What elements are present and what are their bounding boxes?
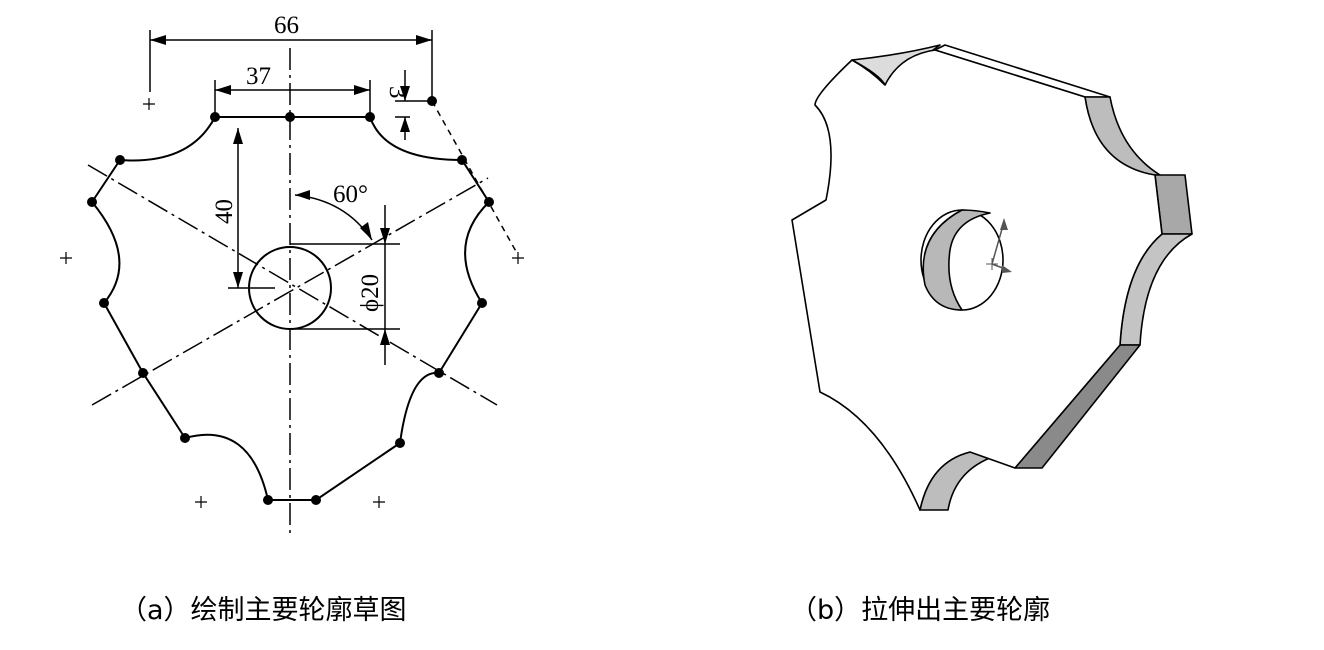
arc-center-marks xyxy=(60,98,524,508)
dim-60-label: 60° xyxy=(333,181,368,208)
dim-40-label: 40 xyxy=(211,199,238,224)
dim-37 xyxy=(214,80,371,117)
construction-lines xyxy=(431,100,519,256)
centerlines xyxy=(87,48,498,535)
dim-3 xyxy=(395,70,432,140)
dim-phi20 xyxy=(290,205,400,365)
dim-3-label: 3 xyxy=(384,86,411,99)
dim-66-label: 66 xyxy=(274,12,299,39)
dim-37-label: 37 xyxy=(246,63,271,90)
dim-40 xyxy=(228,128,275,289)
caption-b: （b）拉伸出主要轮廓 xyxy=(790,595,1051,626)
sketch-points xyxy=(87,96,494,505)
extrusion-hole-inner xyxy=(922,209,991,311)
triad-icon xyxy=(986,218,1012,273)
extrusion-drawing xyxy=(791,44,1193,511)
dim-66 xyxy=(149,30,433,101)
dim-60 xyxy=(294,190,373,241)
sketch-drawing xyxy=(60,30,524,535)
caption-a: （a）绘制主要轮廓草图 xyxy=(120,595,407,626)
dim-phi20-label: ϕ20 xyxy=(357,274,384,312)
